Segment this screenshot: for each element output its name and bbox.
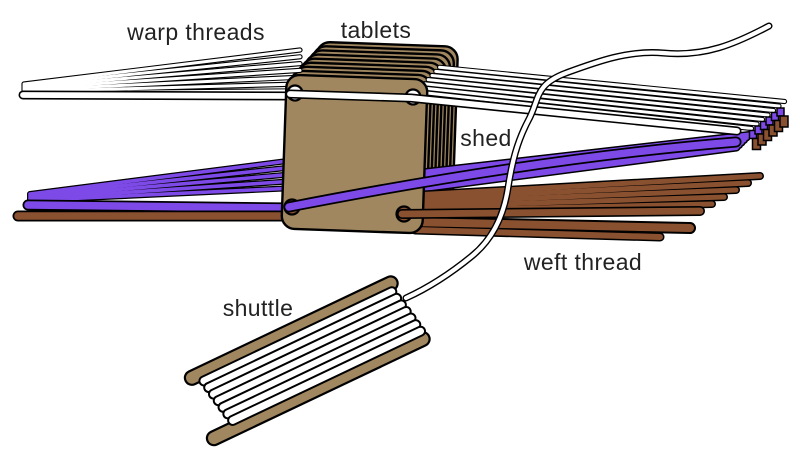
label-shuttle: shuttle <box>223 295 294 321</box>
warp-bundle-white <box>18 47 303 101</box>
label-weft-thread: weft thread <box>523 249 642 275</box>
diagram-labels: warp threads tablets shed weft thread sh… <box>126 17 642 321</box>
weft-thread-cord <box>402 22 773 302</box>
label-shed: shed <box>460 125 511 151</box>
purple-end-cap <box>776 107 785 117</box>
weft-wrap <box>227 325 427 426</box>
active-warp-threads <box>283 89 742 219</box>
warp-bundle-purple <box>12 157 306 222</box>
warp-thread-end-caps <box>748 107 789 151</box>
brown-end-cap <box>779 115 789 128</box>
label-warp-threads: warp threads <box>126 19 265 45</box>
label-tablets: tablets <box>341 17 412 43</box>
shuttle <box>183 275 431 447</box>
upper-shed-warp-threads <box>414 64 788 132</box>
